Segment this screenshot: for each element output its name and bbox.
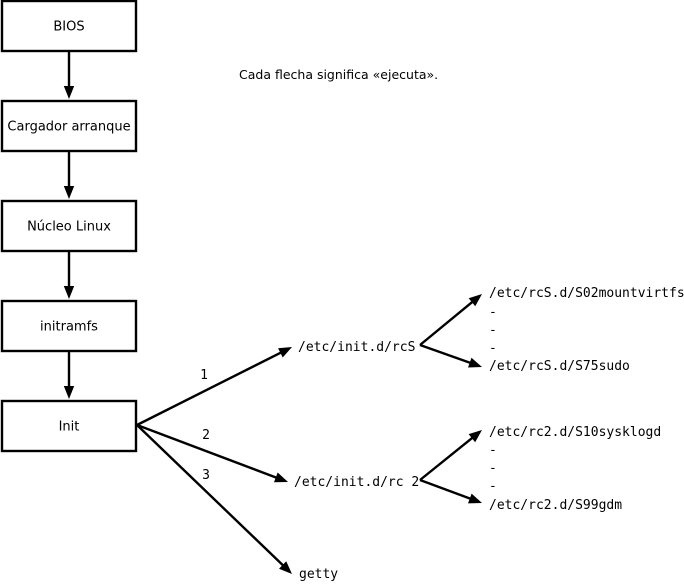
arrow-number-init-to-rcs: 1 (200, 368, 208, 383)
getty-label: getty (299, 567, 338, 582)
rcs-dash-2: - (489, 323, 497, 338)
arrow-shaft-rcs-to-last (419, 343, 474, 366)
box-label-init: Init (59, 420, 80, 435)
arrow-initramfs-to-init (63, 351, 75, 399)
arrow-init-to-getty: 3 (136, 424, 292, 574)
arrow-head-rcs-to-first (468, 294, 482, 307)
arrow-shaft-init-to-rcs (136, 349, 285, 427)
box-label-initramfs: initramfs (40, 320, 98, 335)
fanout-groups: /etc/rcS.d/S02mountvirtfs/etc/rcS.d/S75s… (419, 286, 684, 513)
rcs-label: /etc/init.d/rcS (298, 340, 415, 355)
box-label-kernel: Núcleo Linux (27, 220, 111, 235)
arrow-head-init-to-rc2 (274, 472, 288, 483)
box-outline-bios (0, 0, 138, 53)
rcs-first-script: /etc/rcS.d/S02mountvirtfs (489, 286, 684, 301)
arrow-loader-to-kernel (63, 151, 75, 199)
rc2-dash-2: - (489, 461, 497, 476)
rcs-dash-1: - (489, 305, 497, 320)
arrow-head-rc2-to-last (468, 493, 482, 504)
arrow-bios-to-loader (63, 51, 75, 99)
diagram-note: Cada flecha significa «ejecuta». (239, 67, 438, 82)
arrow-number-init-to-getty: 3 (202, 468, 210, 483)
arrow-head-rc2-to-first (468, 430, 482, 443)
box-label-loader: Cargador arranque (7, 120, 130, 135)
arrow-init-to-rcs: 1 (136, 347, 292, 427)
box-outline-initramfs (0, 299, 138, 353)
arrow-head-bios-to-loader (63, 86, 75, 99)
arrow-head-initramfs-to-init (63, 386, 75, 399)
process-box-init: Init (0, 399, 138, 453)
arrow-head-kernel-to-initramfs (63, 286, 75, 299)
arrow-head-init-to-rcs (278, 347, 292, 358)
arrow-head-init-to-getty (279, 561, 292, 574)
process-box-bios: BIOS (0, 0, 138, 53)
vertical-arrows-group (63, 51, 75, 399)
arrow-head-loader-to-kernel (63, 186, 75, 199)
rc2-dash-3: - (489, 479, 497, 494)
process-box-initramfs: initramfs (0, 299, 138, 353)
rc2-fanout: /etc/rc2.d/S10sysklogd/etc/rc2.d/S99gdm -… (419, 425, 661, 513)
rcs-dash-3: - (489, 341, 497, 356)
rc2-label: /etc/init.d/rc 2 (294, 475, 419, 490)
init-branch-arrows-group: 1 2 3 (136, 347, 292, 574)
rc2-first-script: /etc/rc2.d/S10sysklogd (489, 425, 661, 440)
process-box-kernel: Núcleo Linux (0, 199, 138, 253)
arrow-shaft-init-to-rc2 (136, 423, 281, 480)
arrow-init-to-rc2: 2 (136, 423, 288, 483)
arrow-shaft-rc2-to-last (419, 478, 474, 501)
rc2-dash-1: - (489, 443, 497, 458)
process-box-loader: Cargador arranque (0, 99, 138, 153)
rcs-last-script: /etc/rcS.d/S75sudo (489, 359, 630, 374)
arrow-head-rcs-to-last (468, 357, 482, 368)
arrow-number-init-to-rc2: 2 (202, 428, 210, 443)
rc2-last-script: /etc/rc2.d/S99gdm (489, 498, 622, 513)
box-outline-kernel (0, 199, 138, 253)
box-outline-init (0, 399, 138, 453)
box-label-bios: BIOS (53, 20, 84, 35)
rcs-fanout: /etc/rcS.d/S02mountvirtfs/etc/rcS.d/S75s… (419, 286, 684, 374)
arrow-shaft-rc2-to-first (419, 434, 476, 481)
script-labels-group: /etc/init.d/rcS/etc/init.d/rc 2 getty (294, 340, 419, 582)
arrow-shaft-init-to-getty (136, 424, 287, 569)
arrow-kernel-to-initramfs (63, 251, 75, 299)
arrow-shaft-rcs-to-first (419, 298, 476, 346)
